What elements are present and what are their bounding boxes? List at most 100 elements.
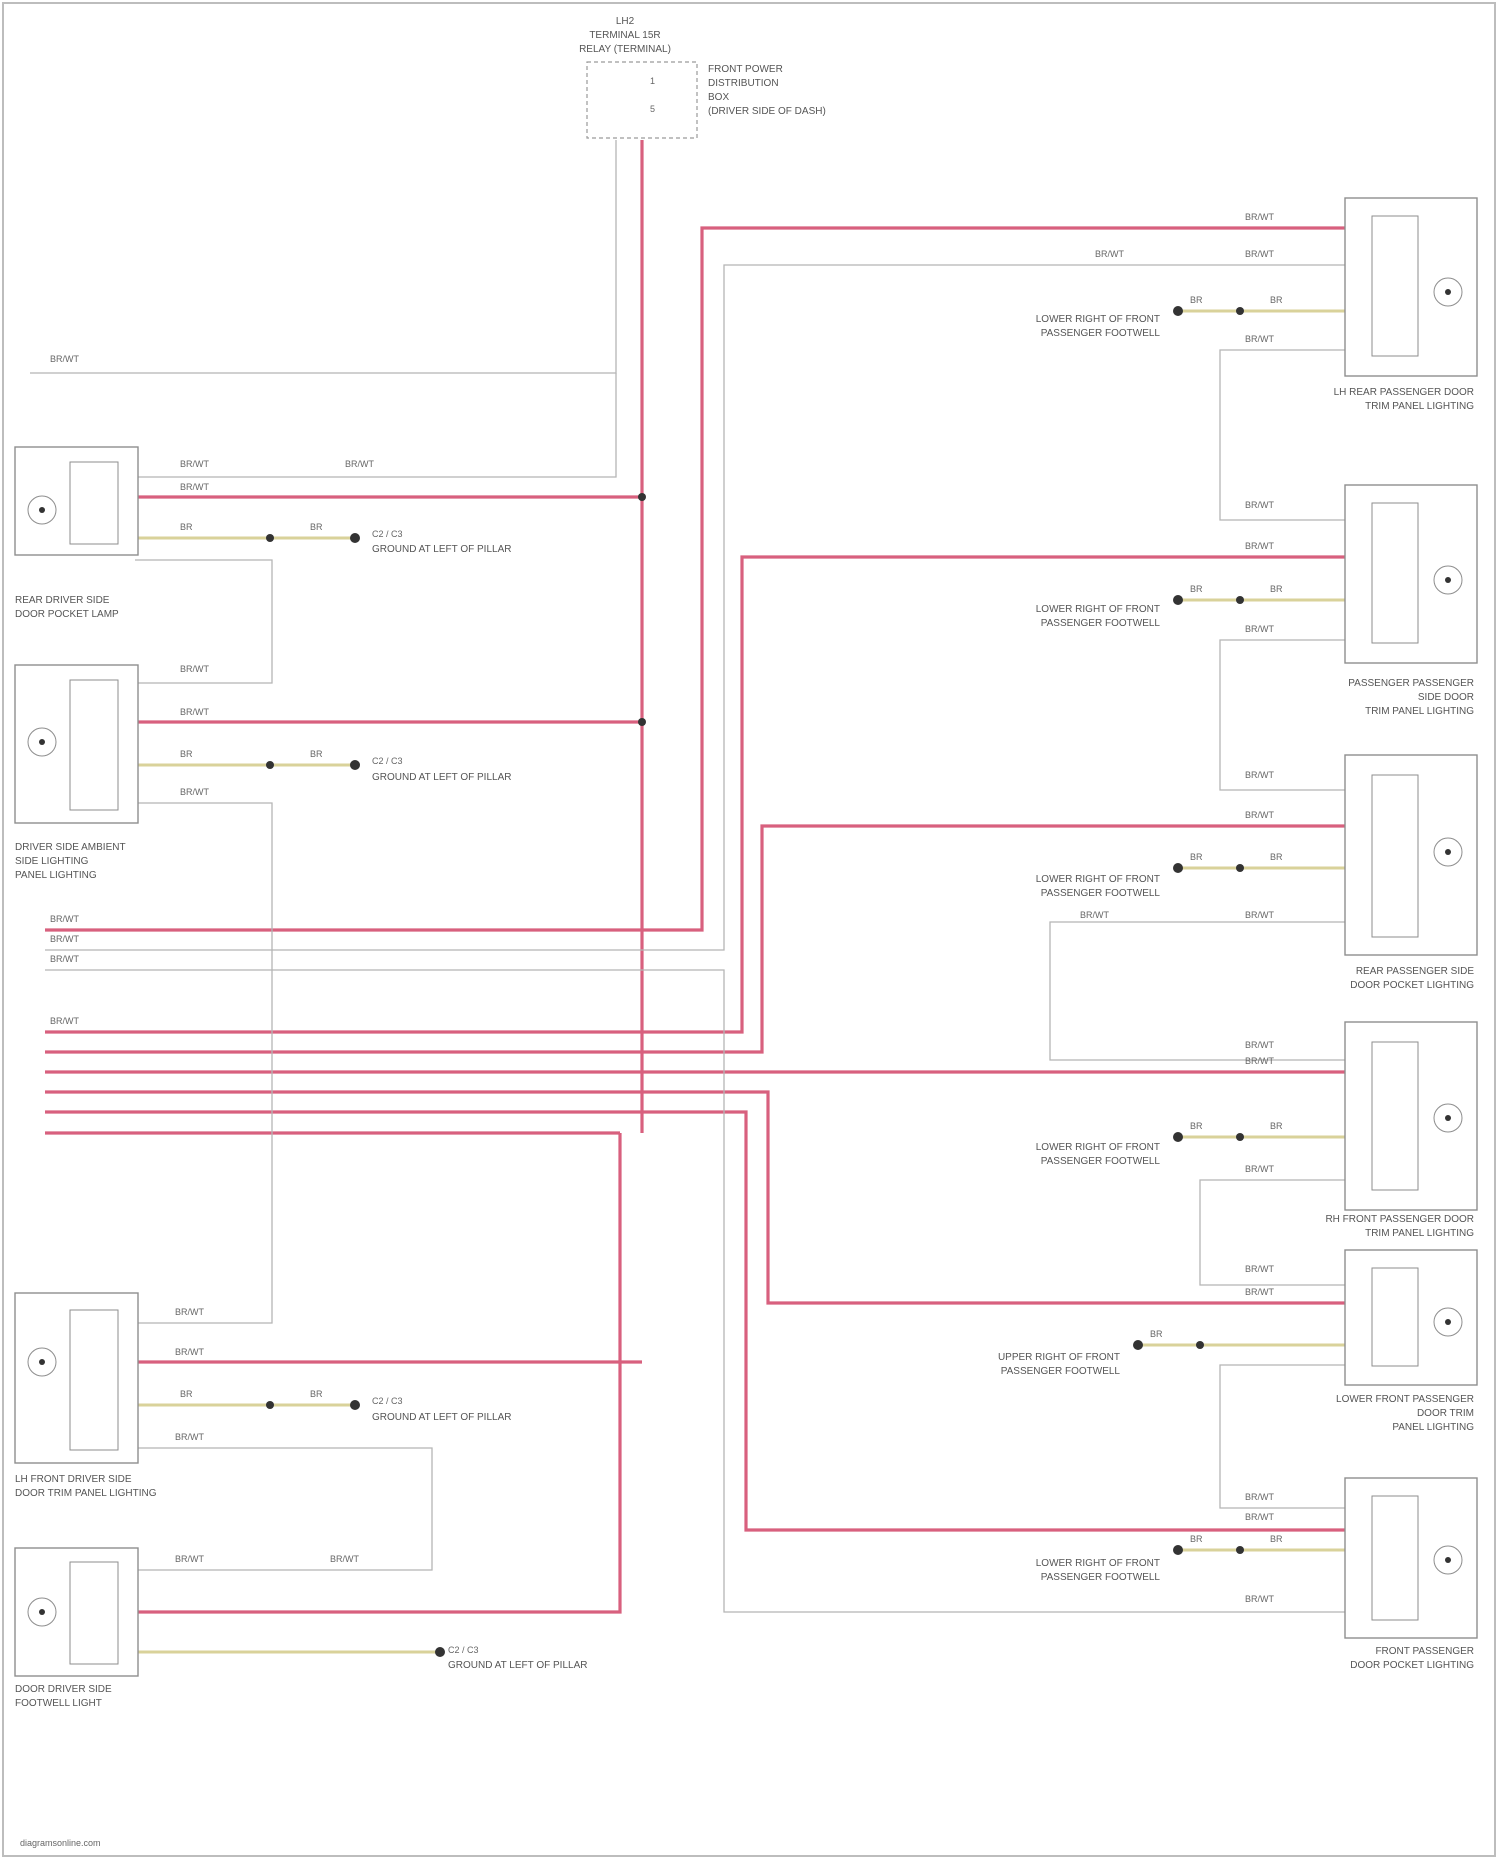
signal-bus-2: [45, 970, 1345, 1612]
component-label-line: LH REAR PASSENGER DOOR: [1334, 387, 1474, 398]
lamp-filament-icon: [39, 507, 45, 513]
component-label-line: SIDE LIGHTING: [15, 856, 89, 867]
component-label-line: PASSENGER PASSENGER: [1348, 678, 1474, 689]
ground-location-label: GROUND AT LEFT OF PILLAR: [372, 772, 511, 783]
ground-wire-code: BR: [1190, 1121, 1203, 1131]
wire-code: BR/WT: [1245, 1512, 1274, 1522]
fuse-pin-a: 1: [650, 76, 655, 86]
signal-right-loop-1: [1220, 350, 1345, 520]
component-front-passenger-door-pocket: FRONT PASSENGER DOOR POCKET LIGHTING: [1345, 1478, 1477, 1671]
ground-dot: [1173, 863, 1183, 873]
wire-code: BR/WT: [50, 354, 79, 364]
ground-wire-code: BR: [1190, 584, 1203, 594]
ground-wire-code: BR: [180, 522, 193, 532]
component-label-line: LH FRONT DRIVER SIDE: [15, 1474, 132, 1485]
ground-dot: [1236, 1133, 1244, 1141]
ground-dot: [266, 761, 274, 769]
component-label-line: DOOR POCKET LIGHTING: [1350, 1660, 1474, 1671]
wire-code: BR/WT: [50, 1016, 79, 1026]
junction-dots: [266, 306, 1244, 1657]
footwell-label-line: PASSENGER FOOTWELL: [1041, 618, 1161, 629]
wire-code: BR/WT: [1245, 249, 1274, 259]
component-module: [1372, 775, 1418, 937]
lamp-filament-icon: [1445, 1115, 1451, 1121]
wire-code: BR/WT: [50, 954, 79, 964]
fuse-line-4: (DRIVER SIDE OF DASH): [708, 106, 826, 117]
component-label-line: DOOR TRIM PANEL LIGHTING: [15, 1488, 157, 1499]
footwell-label-line: PASSENGER FOOTWELL: [1041, 888, 1161, 899]
wire-code: BR/WT: [1245, 1594, 1274, 1604]
component-passenger-side-door-trim: PASSENGER PASSENGER SIDE DOOR TRIM PANEL…: [1345, 485, 1477, 717]
signal-left-2: [135, 803, 272, 1323]
wire-code: BR/WT: [1245, 910, 1274, 920]
ground-location-label: GROUND AT LEFT OF PILLAR: [448, 1660, 587, 1671]
ground-wire-code: BR: [1190, 1534, 1203, 1544]
left-components: REAR DRIVER SIDE DOOR POCKET LAMP DRIVER…: [15, 447, 157, 1709]
lamp-filament-icon: [39, 1359, 45, 1365]
fuse-box-outline: [587, 62, 697, 138]
footer-text: diagramsonline.com: [20, 1838, 101, 1848]
signal-right-loop-3: [1050, 922, 1345, 1060]
component-module: [70, 462, 118, 544]
ground-dot: [435, 1647, 445, 1657]
component-rear-passenger-door-pocket: REAR PASSENGER SIDE DOOR POCKET LIGHTING: [1345, 755, 1477, 991]
component-module: [1372, 216, 1418, 356]
ground-wire-code: BR: [310, 522, 323, 532]
footwell-label-line: PASSENGER FOOTWELL: [1001, 1366, 1121, 1377]
component-label-line: DOOR POCKET LAMP: [15, 609, 119, 620]
wire-code: BR/WT: [1245, 541, 1274, 551]
ground-dot: [1133, 1340, 1143, 1350]
header-line-2: TERMINAL 15R: [589, 30, 660, 41]
lamp-filament-icon: [1445, 577, 1451, 583]
ground-wire-code: BR: [1270, 852, 1283, 862]
footwell-labels: LOWER RIGHT OF FRONT PASSENGER FOOTWELL …: [998, 314, 1160, 1583]
component-label-line: LOWER FRONT PASSENGER: [1336, 1394, 1474, 1405]
power-run-right-5: [45, 1092, 1345, 1303]
component-label-line: RH FRONT PASSENGER DOOR: [1325, 1214, 1474, 1225]
component-module: [70, 680, 118, 810]
ground-dot: [1236, 864, 1244, 872]
wire-code: BR/WT: [1095, 249, 1124, 259]
signal-right-loop-5: [1220, 1365, 1345, 1508]
fuse-line-3: BOX: [708, 92, 729, 103]
component-label-line: PANEL LIGHTING: [1392, 1422, 1474, 1433]
splice-label: C2 / C3: [372, 1396, 403, 1406]
ground-location-label: GROUND AT LEFT OF PILLAR: [372, 1412, 511, 1423]
ground-dot: [350, 1400, 360, 1410]
lamp-filament-icon: [1445, 849, 1451, 855]
wire-code: BR/WT: [1245, 1056, 1274, 1066]
signal-left-top: [30, 140, 616, 373]
component-module: [1372, 1496, 1418, 1620]
wire-code: BR/WT: [1245, 1264, 1274, 1274]
header-line-1: LH2: [616, 16, 635, 27]
ground-dot: [1173, 1132, 1183, 1142]
component-rear-driver-door-pocket-lamp: REAR DRIVER SIDE DOOR POCKET LAMP: [15, 447, 138, 620]
component-rh-front-passenger-door-trim: RH FRONT PASSENGER DOOR TRIM PANEL LIGHT…: [1325, 1022, 1477, 1239]
ground-wire-code: BR: [1270, 295, 1283, 305]
fuse-line-2: DISTRIBUTION: [708, 78, 779, 89]
footwell-label-line: LOWER RIGHT OF FRONT: [1036, 1558, 1160, 1569]
component-label-line: FRONT PASSENGER: [1375, 1646, 1474, 1657]
ground-wires: [135, 311, 1345, 1652]
ground-dot: [266, 1401, 274, 1409]
signal-left-3: [135, 1448, 432, 1570]
ground-dot: [350, 533, 360, 543]
lamp-filament-icon: [1445, 1557, 1451, 1563]
ground-dot: [1173, 1545, 1183, 1555]
footwell-label-line: PASSENGER FOOTWELL: [1041, 328, 1161, 339]
splice-dot: [638, 493, 646, 501]
ground-dot: [1236, 596, 1244, 604]
ground-wire-code: BR: [1190, 852, 1203, 862]
splice-label: C2 / C3: [372, 756, 403, 766]
wire-code: BR/WT: [1245, 334, 1274, 344]
footwell-label-line: UPPER RIGHT OF FRONT: [998, 1352, 1120, 1363]
component-module: [70, 1310, 118, 1450]
ground-location-label: GROUND AT LEFT OF PILLAR: [372, 544, 511, 555]
wire-code: BR/WT: [175, 1307, 204, 1317]
wire-code: BR/WT: [1245, 1164, 1274, 1174]
wire-code: BR/WT: [180, 482, 209, 492]
wire-code: BR/WT: [1245, 1040, 1274, 1050]
ground-wire-code: BR: [180, 749, 193, 759]
component-label-line: REAR PASSENGER SIDE: [1356, 966, 1475, 977]
